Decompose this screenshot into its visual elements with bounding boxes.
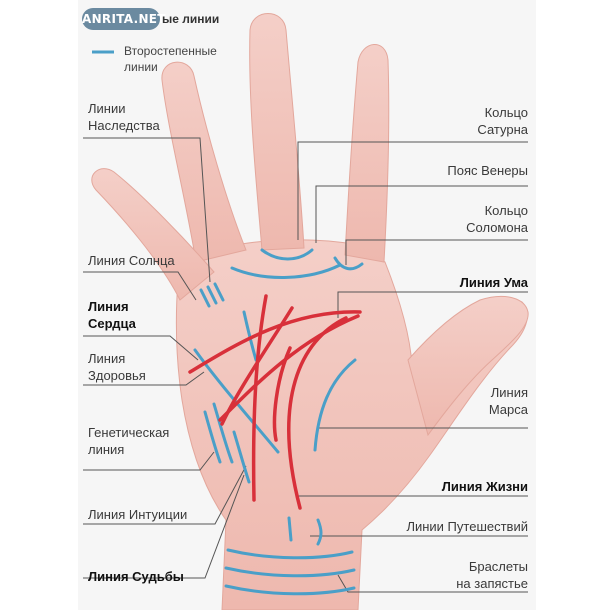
legend-secondary-line1: Второстепенные <box>124 44 217 58</box>
label-bracelets-line2: на запястье <box>456 576 528 591</box>
label-heart-line1: Линия <box>88 299 129 314</box>
label-solomon-ring: Кольцо Соломона <box>466 202 528 236</box>
solomon-ring-line <box>333 256 364 271</box>
label-mars-line2: Марса <box>488 402 528 417</box>
label-solomon-line1: Кольцо <box>484 203 528 218</box>
label-saturn-line2: Сатурна <box>477 122 528 137</box>
label-fate-line: Линия Судьбы <box>88 569 184 584</box>
label-heredity-line2: Наследства <box>88 118 160 133</box>
label-saturn-line1: Кольцо <box>484 105 528 120</box>
site-logo: ANRITA.NET <box>82 8 165 30</box>
label-mars-line1: Линия <box>490 385 528 400</box>
label-mars-line: Линия Марса <box>489 384 528 418</box>
genetic-line-2 <box>212 402 234 464</box>
label-health-line1: Линия <box>88 351 126 366</box>
label-heart-line2: Сердца <box>88 316 136 331</box>
label-life-line: Линия Жизни <box>441 479 528 494</box>
label-health-line: Линия Здоровья <box>88 350 146 384</box>
label-heredity-line1: Линии <box>88 101 126 116</box>
intuition-line <box>232 430 251 484</box>
label-bracelets-line1: Браслеты <box>468 559 528 574</box>
genetic-line-1 <box>203 410 222 464</box>
heredity-line-2 <box>206 285 218 305</box>
label-venus-belt: Пояс Венеры <box>447 163 528 178</box>
label-heart-line: Линия Сердца <box>88 298 136 332</box>
head-line <box>218 314 360 422</box>
label-solomon-line2: Соломона <box>466 220 528 235</box>
life-line <box>287 316 348 510</box>
label-head-line: Линия Ума <box>459 275 528 290</box>
label-heredity-lines: Линии Наследства <box>88 100 160 134</box>
label-health-line2: Здоровья <box>88 368 146 383</box>
venus-belt-line <box>230 263 342 279</box>
leader-lines <box>83 137 528 593</box>
legend-secondary-line2: линии <box>124 60 158 74</box>
label-bracelets: Браслеты на запястье <box>456 558 528 592</box>
label-saturn-ring: Кольцо Сатурна <box>477 104 528 138</box>
bracelet-1 <box>226 548 354 560</box>
mars-line <box>313 358 357 452</box>
label-genetic-line1: Генетическая <box>88 425 170 440</box>
label-genetic-line2: линия <box>88 442 125 457</box>
saturn-ring-line <box>260 248 314 261</box>
label-intuition-line: Линия Интуиции <box>88 507 188 522</box>
palm-crease <box>272 346 292 442</box>
bracelet-3 <box>224 584 356 596</box>
legend-secondary-lines-label: Второстепенные линии <box>124 43 217 75</box>
travel-line-2 <box>316 518 323 546</box>
main-lines <box>188 294 362 510</box>
heart-line <box>188 310 362 374</box>
bracelet-2 <box>224 566 356 578</box>
travel-line-1 <box>287 516 293 542</box>
fate-line <box>251 294 268 502</box>
heredity-line-1 <box>199 288 211 308</box>
label-genetic-line: Генетическая линия <box>88 424 169 458</box>
label-travel-lines: Линии Путешествий <box>406 519 528 534</box>
legend-main-lines-label: ые линии <box>162 12 220 26</box>
heart-branch <box>220 306 294 426</box>
heredity-line-3 <box>213 282 225 302</box>
label-sun-line: Линия Солнца <box>88 253 175 268</box>
